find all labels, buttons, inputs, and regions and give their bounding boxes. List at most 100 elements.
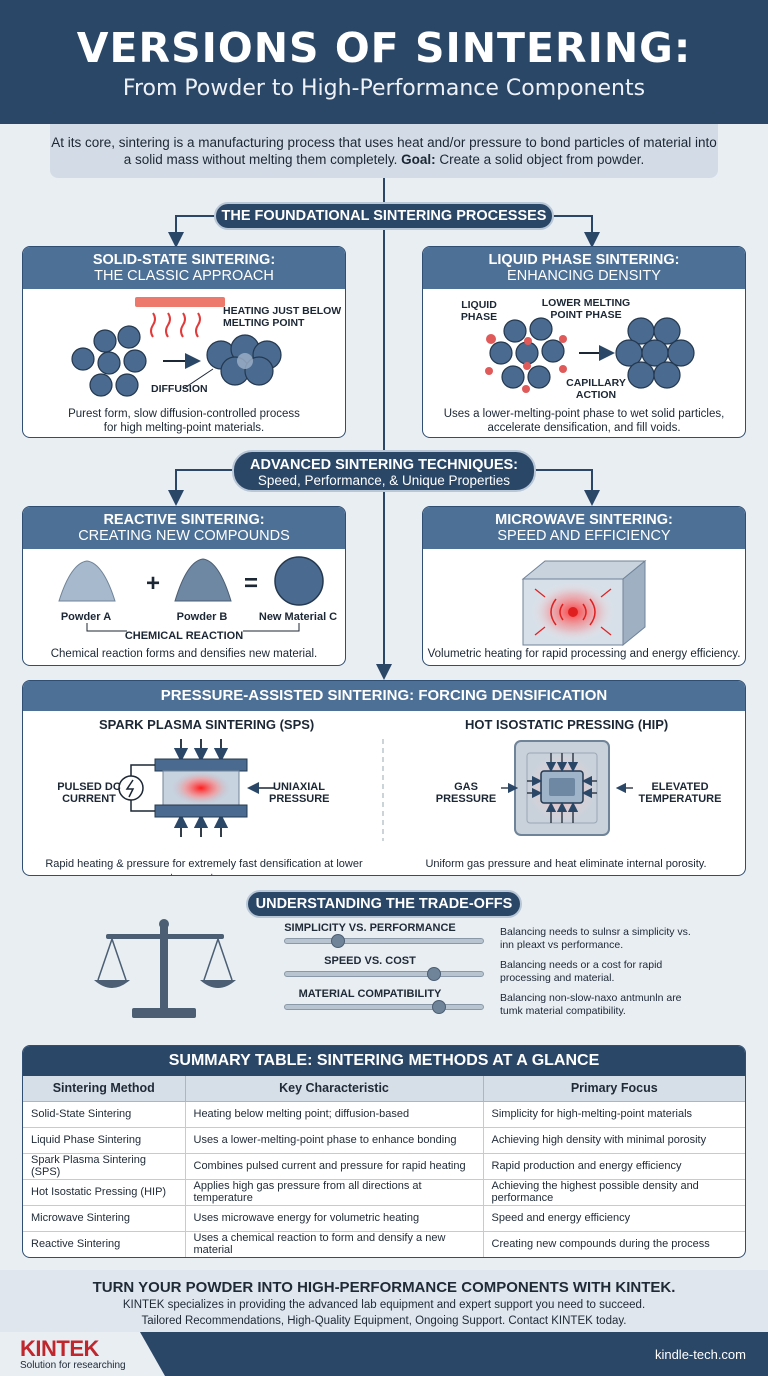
website-link[interactable]: kindle-tech.com — [654, 1347, 746, 1362]
microwave-subtitle: SPEED AND EFFICIENCY — [497, 528, 671, 544]
microwave-diagram — [521, 559, 647, 647]
table-row: Spark Plasma Sintering (SPS) Combines pu… — [23, 1153, 745, 1180]
table-cell: Heating below melting point; diffusion-b… — [185, 1101, 484, 1128]
reactive-title: REACTIVE SINTERING: — [103, 512, 265, 528]
hip-caption: Uniform gas pressure and heat eliminate … — [425, 858, 707, 870]
table-cell: Uses a lower-melting-point phase to enha… — [185, 1127, 484, 1154]
foundational-title: THE FOUNDATIONAL SINTERING PROCESSES — [214, 202, 554, 230]
microwave-waves-icon — [550, 598, 596, 626]
tradeoff-slider-3[interactable] — [284, 1000, 484, 1014]
liquid-phase-title: LIQUID PHASE SINTERING: — [488, 252, 680, 268]
table-row: Microwave Sintering Uses microwave energ… — [23, 1205, 745, 1232]
table-cell: Solid-State Sintering — [23, 1101, 186, 1128]
table-cell: Achieving the highest possible density a… — [483, 1179, 745, 1206]
reactive-diagram: + = — [58, 556, 324, 632]
table-cell: Uses microwave energy for volumetric hea… — [185, 1205, 484, 1232]
reactive-caption: Chemical reaction forms and densifies ne… — [50, 648, 318, 660]
advanced-subtitle: Speed, Performance, & Unique Properties — [257, 473, 511, 488]
loose-particles-icon — [71, 325, 147, 397]
advanced-title: ADVANCED SINTERING TECHNIQUES: — [250, 457, 518, 473]
label-liquid-phase: LIQUID PHASE — [460, 299, 498, 323]
liquid-droplets-icon — [485, 334, 567, 393]
tradeoff-label-3: MATERIAL COMPATIBILITY — [298, 988, 442, 1000]
sps-top-punch-icon — [154, 758, 248, 772]
col-header-method: Sintering Method — [23, 1076, 186, 1102]
tradeoff-slider-1-knob[interactable] — [331, 934, 346, 948]
table-row: Reactive Sintering Uses a chemical react… — [23, 1231, 745, 1257]
pressure-panel: PRESSURE-ASSISTED SINTERING: FORCING DEN… — [22, 680, 746, 876]
svg-text:=: = — [244, 570, 258, 597]
liquid-phase-diagram — [485, 317, 695, 393]
sps-title: SPARK PLASMA SINTERING (SPS) — [99, 717, 315, 732]
tradeoff-slider-3-knob[interactable] — [432, 1000, 447, 1014]
pressure-diagrams — [118, 739, 633, 841]
liquid-phase-header: LIQUID PHASE SINTERING: ENHANCING DENSIT… — [423, 247, 745, 289]
powder-b-label: Powder B — [176, 611, 228, 623]
table-cell: Speed and energy efficiency — [483, 1205, 745, 1232]
label-heating: HEATING JUST BELOW MELTING POINT — [223, 305, 342, 329]
reactive-header: REACTIVE SINTERING: CREATING NEW COMPOUN… — [23, 507, 345, 549]
chemical-reaction-label: CHEMICAL REACTION — [124, 630, 244, 642]
table-cell: Reactive Sintering — [23, 1231, 186, 1257]
footer-line-2: Tailored Recommendations, High-Quality E… — [141, 1315, 627, 1327]
intro-box: At its core, sintering is a manufacturin… — [50, 124, 718, 178]
tradeoffs-title: UNDERSTANDING THE TRADE-OFFS — [246, 890, 522, 918]
table-row: Liquid Phase Sintering Uses a lower-melt… — [23, 1127, 745, 1154]
pressure-title: PRESSURE-ASSISTED SINTERING: FORCING DEN… — [160, 687, 608, 704]
tradeoff-label-2: SPEED VS. COST — [324, 955, 416, 967]
kintek-logo[interactable]: KINTEK — [20, 1336, 99, 1361]
tradeoff-desc-3: Balancing non-slow-naxo antmunln are tum… — [500, 992, 682, 1017]
table-cell: Uses a chemical reaction to form and den… — [185, 1231, 484, 1257]
label-pulsed-dc: PULSED DC CURRENT — [57, 781, 121, 805]
intro-goal-label: Goal: — [401, 152, 436, 167]
tradeoff-slider-2[interactable] — [284, 967, 484, 981]
label-uniaxial: UNIAXIAL PRESSURE — [269, 781, 330, 805]
solid-particles-icon — [489, 317, 565, 389]
solid-state-header: SOLID-STATE SINTERING: THE CLASSIC APPRO… — [23, 247, 345, 289]
microwave-title: MICROWAVE SINTERING: — [495, 512, 673, 528]
svg-text:+: + — [146, 570, 160, 597]
powder-a-label: Powder A — [60, 611, 112, 623]
solid-state-panel: SOLID-STATE SINTERING: THE CLASSIC APPRO… — [22, 246, 346, 438]
label-diffusion: DIFFUSION — [151, 383, 208, 395]
sps-bottom-punch-icon — [154, 804, 248, 818]
microwave-caption: Volumetric heating for rapid processing … — [427, 648, 741, 660]
reactive-subtitle: CREATING NEW COMPOUNDS — [78, 528, 290, 544]
solid-state-diagram — [71, 297, 282, 397]
summary-table-panel: SUMMARY TABLE: SINTERING METHODS AT A GL… — [22, 1045, 746, 1258]
table-cell: Microwave Sintering — [23, 1205, 186, 1232]
page-subtitle: From Powder to High-Performance Componen… — [122, 76, 646, 101]
liquid-phase-subtitle: ENHANCING DENSITY — [507, 268, 661, 284]
logo-area — [0, 1332, 165, 1376]
balance-scale-icon — [94, 919, 236, 1018]
table-cell: Applies high gas pressure from all direc… — [185, 1179, 484, 1206]
summary-header-row: Sintering Method Key Characteristic Prim… — [23, 1076, 745, 1102]
label-lower-melting: LOWER MELTING POINT PHASE — [541, 297, 631, 321]
tradeoff-slider-1[interactable] — [284, 934, 484, 948]
solid-state-caption: Purest form, slow diffusion-controlled p… — [68, 408, 300, 434]
summary-table: Sintering Method Key Characteristic Prim… — [23, 1076, 745, 1257]
sps-caption: Rapid heating & pressure for extremely f… — [45, 858, 363, 875]
heat-waves-icon — [150, 312, 201, 338]
table-cell: Simplicity for high-melting-point materi… — [483, 1101, 745, 1128]
page-title: VERSIONS OF SINTERING: — [76, 24, 692, 72]
table-cell: Spark Plasma Sintering (SPS) — [23, 1153, 186, 1180]
reactive-panel: REACTIVE SINTERING: CREATING NEW COMPOUN… — [22, 506, 346, 666]
liquid-phase-caption: Uses a lower-melting-point phase to wet … — [443, 408, 725, 434]
tradeoff-slider-2-knob[interactable] — [426, 967, 441, 981]
pressure-header: PRESSURE-ASSISTED SINTERING: FORCING DEN… — [23, 681, 745, 711]
microwave-panel: MICROWAVE SINTERING: SPEED AND EFFICIENC… — [422, 506, 746, 666]
intro-text: At its core, sintering is a manufacturin… — [51, 135, 717, 167]
solid-state-title: SOLID-STATE SINTERING: — [92, 252, 276, 268]
footer-title: TURN YOUR POWDER INTO HIGH-PERFORMANCE C… — [92, 1279, 676, 1296]
new-material-icon — [274, 556, 324, 606]
table-cell: Combines pulsed current and pressure for… — [185, 1153, 484, 1180]
label-elevated-temp: ELEVATED TEMPERATURE — [638, 781, 722, 805]
heating-element-icon — [135, 297, 225, 307]
microwave-header: MICROWAVE SINTERING: SPEED AND EFFICIENC… — [423, 507, 745, 549]
new-material-label: New Material C — [258, 611, 338, 623]
liquid-phase-panel: LIQUID PHASE SINTERING: ENHANCING DENSIT… — [422, 246, 746, 438]
logo-tagline: Solution for researching — [20, 1360, 126, 1371]
summary-title: SUMMARY TABLE: SINTERING METHODS AT A GL… — [23, 1046, 745, 1076]
